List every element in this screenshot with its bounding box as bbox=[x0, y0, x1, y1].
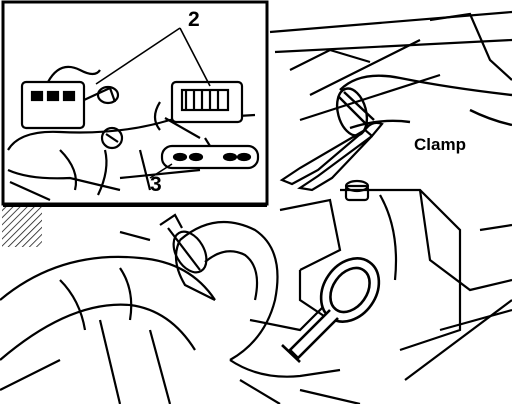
callout-label-clamp: Clamp bbox=[414, 134, 466, 154]
engine-bay-background bbox=[0, 10, 512, 404]
dipstick-ring-icon bbox=[281, 257, 381, 363]
callout-label-2: 2 bbox=[188, 8, 200, 31]
callout-leaders bbox=[95, 27, 211, 179]
callout-label-3: 3 bbox=[150, 173, 162, 196]
connector-detail-inset bbox=[1, 0, 269, 247]
pliers-icon bbox=[279, 121, 384, 192]
coolant-hose-upper bbox=[335, 74, 512, 137]
clamp-label-box: Clamp bbox=[400, 130, 480, 158]
